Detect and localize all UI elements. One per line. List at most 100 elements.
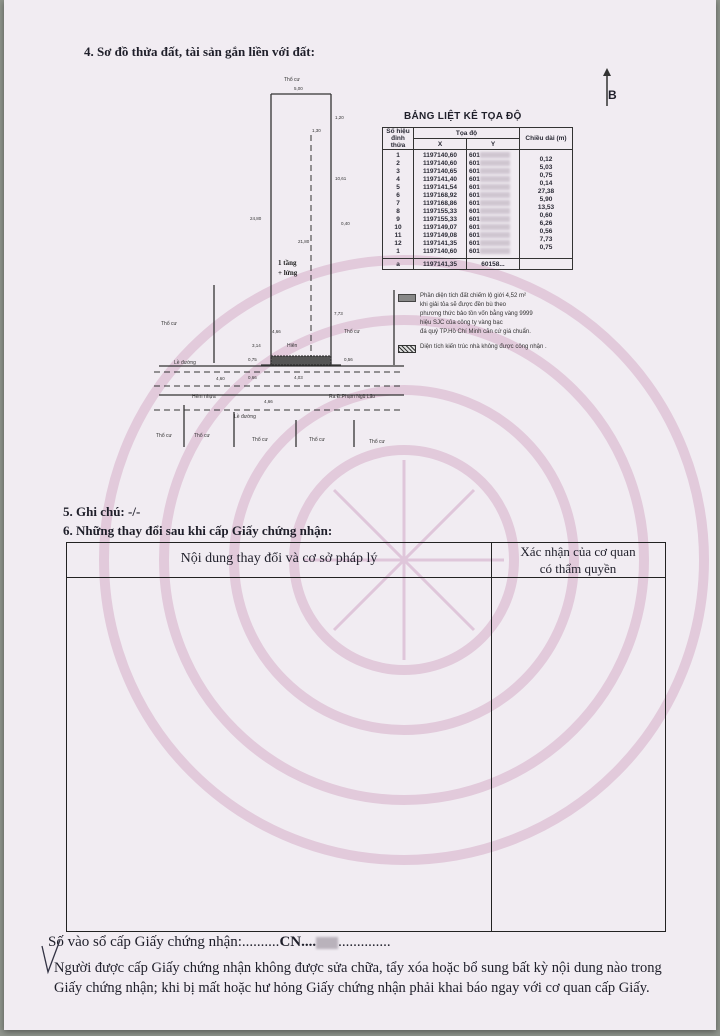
- x-cell: 1197140,60: [423, 248, 457, 255]
- x-cell: 1197140,60: [423, 160, 457, 167]
- length-cell: 6,26: [539, 220, 553, 227]
- y-prefix: 601: [469, 224, 480, 231]
- x-cell: 1197149,08: [423, 232, 457, 239]
- legend-line: hiệu SJC của công ty vàng bạc: [420, 320, 503, 326]
- redacted-blur: [479, 184, 510, 191]
- y-cell: 601: [469, 192, 517, 200]
- registry-value: CN....: [279, 934, 317, 950]
- dimension: 4,66: [264, 399, 273, 404]
- length-cell: 13,53: [537, 204, 555, 211]
- label-ra-duong: Ra Đ.Phạm Ngũ Lão: [329, 394, 375, 400]
- point-cell: 10: [394, 224, 402, 231]
- redacted-blur: [316, 936, 339, 949]
- dimension: 21,80: [298, 239, 310, 244]
- label-le-duong: Lề đường: [174, 360, 196, 366]
- plot-diagram: Thổ cư Thổ cư Thổ cư Thổ cư Thổ cư Thổ c…: [154, 76, 404, 447]
- dimension: 4,60: [216, 376, 225, 381]
- y-cell: 601: [469, 200, 517, 208]
- legend-text: Phần diện tích đất chiếm lộ giới 4,52 m²…: [420, 292, 533, 337]
- header-divider: [67, 577, 665, 578]
- y-prefix: 601: [469, 160, 480, 167]
- section5-heading: 5. Ghi chú: -/-: [63, 504, 141, 519]
- redacted-blur: [479, 192, 510, 199]
- y-cell: 601: [469, 152, 517, 160]
- extra-y: 60158...: [466, 258, 520, 270]
- label-le-duong: Lề đường: [234, 414, 256, 420]
- y-cell: 601: [469, 232, 517, 240]
- redacted-blur: [479, 232, 510, 239]
- header-length: Chiều dài (m): [519, 127, 573, 150]
- point-cell: 11: [394, 232, 402, 239]
- checker-swatch-icon: [398, 345, 416, 353]
- label-hien: Hiên: [287, 343, 298, 349]
- legend-text: Diện tích kiến trúc nhà không được công …: [420, 344, 547, 350]
- redacted-blur: [479, 248, 510, 255]
- certificate-page: 4. Sơ đồ thửa đất, tài sản gắn liền với …: [4, 0, 716, 1030]
- y-cell: 601: [469, 240, 517, 248]
- x-cell: 1197141,54: [423, 184, 457, 191]
- coord-table: Số hiệu đỉnh thửa Tọa độ Chiều dài (m) X…: [382, 127, 573, 270]
- y-cell: 601: [469, 224, 517, 232]
- dimension: 3,14: [252, 343, 261, 348]
- length-cell: 0,14: [539, 180, 553, 187]
- label-tho-cu: Thổ cư: [252, 436, 269, 443]
- north-label: B: [608, 88, 617, 102]
- point-cell: 3: [396, 168, 400, 175]
- col-header-line: có thẩm quyền: [539, 561, 617, 576]
- y-prefix: 601: [469, 168, 480, 175]
- dimension: 1,30: [312, 128, 321, 133]
- label-tho-cu: Thổ cư: [309, 436, 326, 443]
- header-y: Y: [466, 138, 520, 150]
- redacted-blur: [479, 176, 510, 183]
- extra-point: a: [382, 258, 414, 270]
- redacted-blur: [479, 152, 510, 159]
- registry-number: Số vào sổ cấp Giấy chứng nhận:..........…: [48, 934, 391, 951]
- north-arrow: B: [602, 68, 617, 111]
- x-cell: 1197155,33: [423, 208, 457, 215]
- column-divider: [491, 543, 492, 931]
- redacted-blur: [479, 216, 510, 223]
- redacted-blur: [479, 240, 510, 247]
- x-cell: 1197155,33: [423, 216, 457, 223]
- label-tho-cu: Thổ cư: [156, 432, 173, 439]
- length-cell: 0,60: [539, 212, 553, 219]
- point-cell: 6: [396, 192, 400, 199]
- x-cell: 1197141,40: [423, 176, 457, 183]
- point-cell: 4: [396, 176, 400, 183]
- y-prefix: 601: [469, 192, 480, 199]
- y-cell: 601: [469, 160, 517, 168]
- x-cell: 1197140,65: [423, 168, 457, 175]
- x-cell: 1197141,35: [423, 240, 457, 247]
- point-cell: 9: [396, 216, 400, 223]
- length-cell: 0,12: [539, 156, 553, 163]
- point-cell: 8: [396, 208, 400, 215]
- point-cell: 1: [396, 152, 400, 159]
- changes-table: Nội dung thay đổi và cơ sở pháp lý Xác n…: [66, 542, 666, 932]
- dimension: 0,66: [248, 375, 257, 380]
- length-cell: 5,90: [539, 196, 553, 203]
- label-building: 1 tầng: [278, 259, 297, 267]
- y-cell: 601: [469, 248, 517, 256]
- x-cell: 1197149,07: [423, 224, 457, 231]
- coord-table-title: BẢNG LIỆT KÊ TỌA ĐỘ: [404, 111, 522, 122]
- col-header-content: Nội dung thay đổi và cơ sở pháp lý: [180, 551, 378, 566]
- length-cell: 27,38: [537, 188, 555, 195]
- y-prefix: 601: [469, 200, 480, 207]
- legend-line: Phần diện tích đất chiếm lộ giới 4,52 m²: [420, 293, 526, 299]
- y-prefix: 601: [469, 184, 480, 191]
- redacted-blur: [479, 168, 510, 175]
- y-cell: 601: [469, 168, 517, 176]
- length-cell: 7,73: [539, 236, 553, 243]
- extra-x: 1197141,35: [413, 258, 467, 270]
- length-cell: 0,75: [539, 172, 553, 179]
- legend-item-unrecognized: Diện tích kiến trúc nhà không được công …: [398, 343, 547, 353]
- header-x: X: [413, 138, 467, 150]
- y-cell: 601: [469, 208, 517, 216]
- legend-line: đá quý TP.Hồ Chí Minh căn cứ giá chuẩn.: [420, 329, 531, 335]
- label-building: + lửng: [278, 269, 298, 277]
- header-coords: Tọa độ: [413, 127, 520, 139]
